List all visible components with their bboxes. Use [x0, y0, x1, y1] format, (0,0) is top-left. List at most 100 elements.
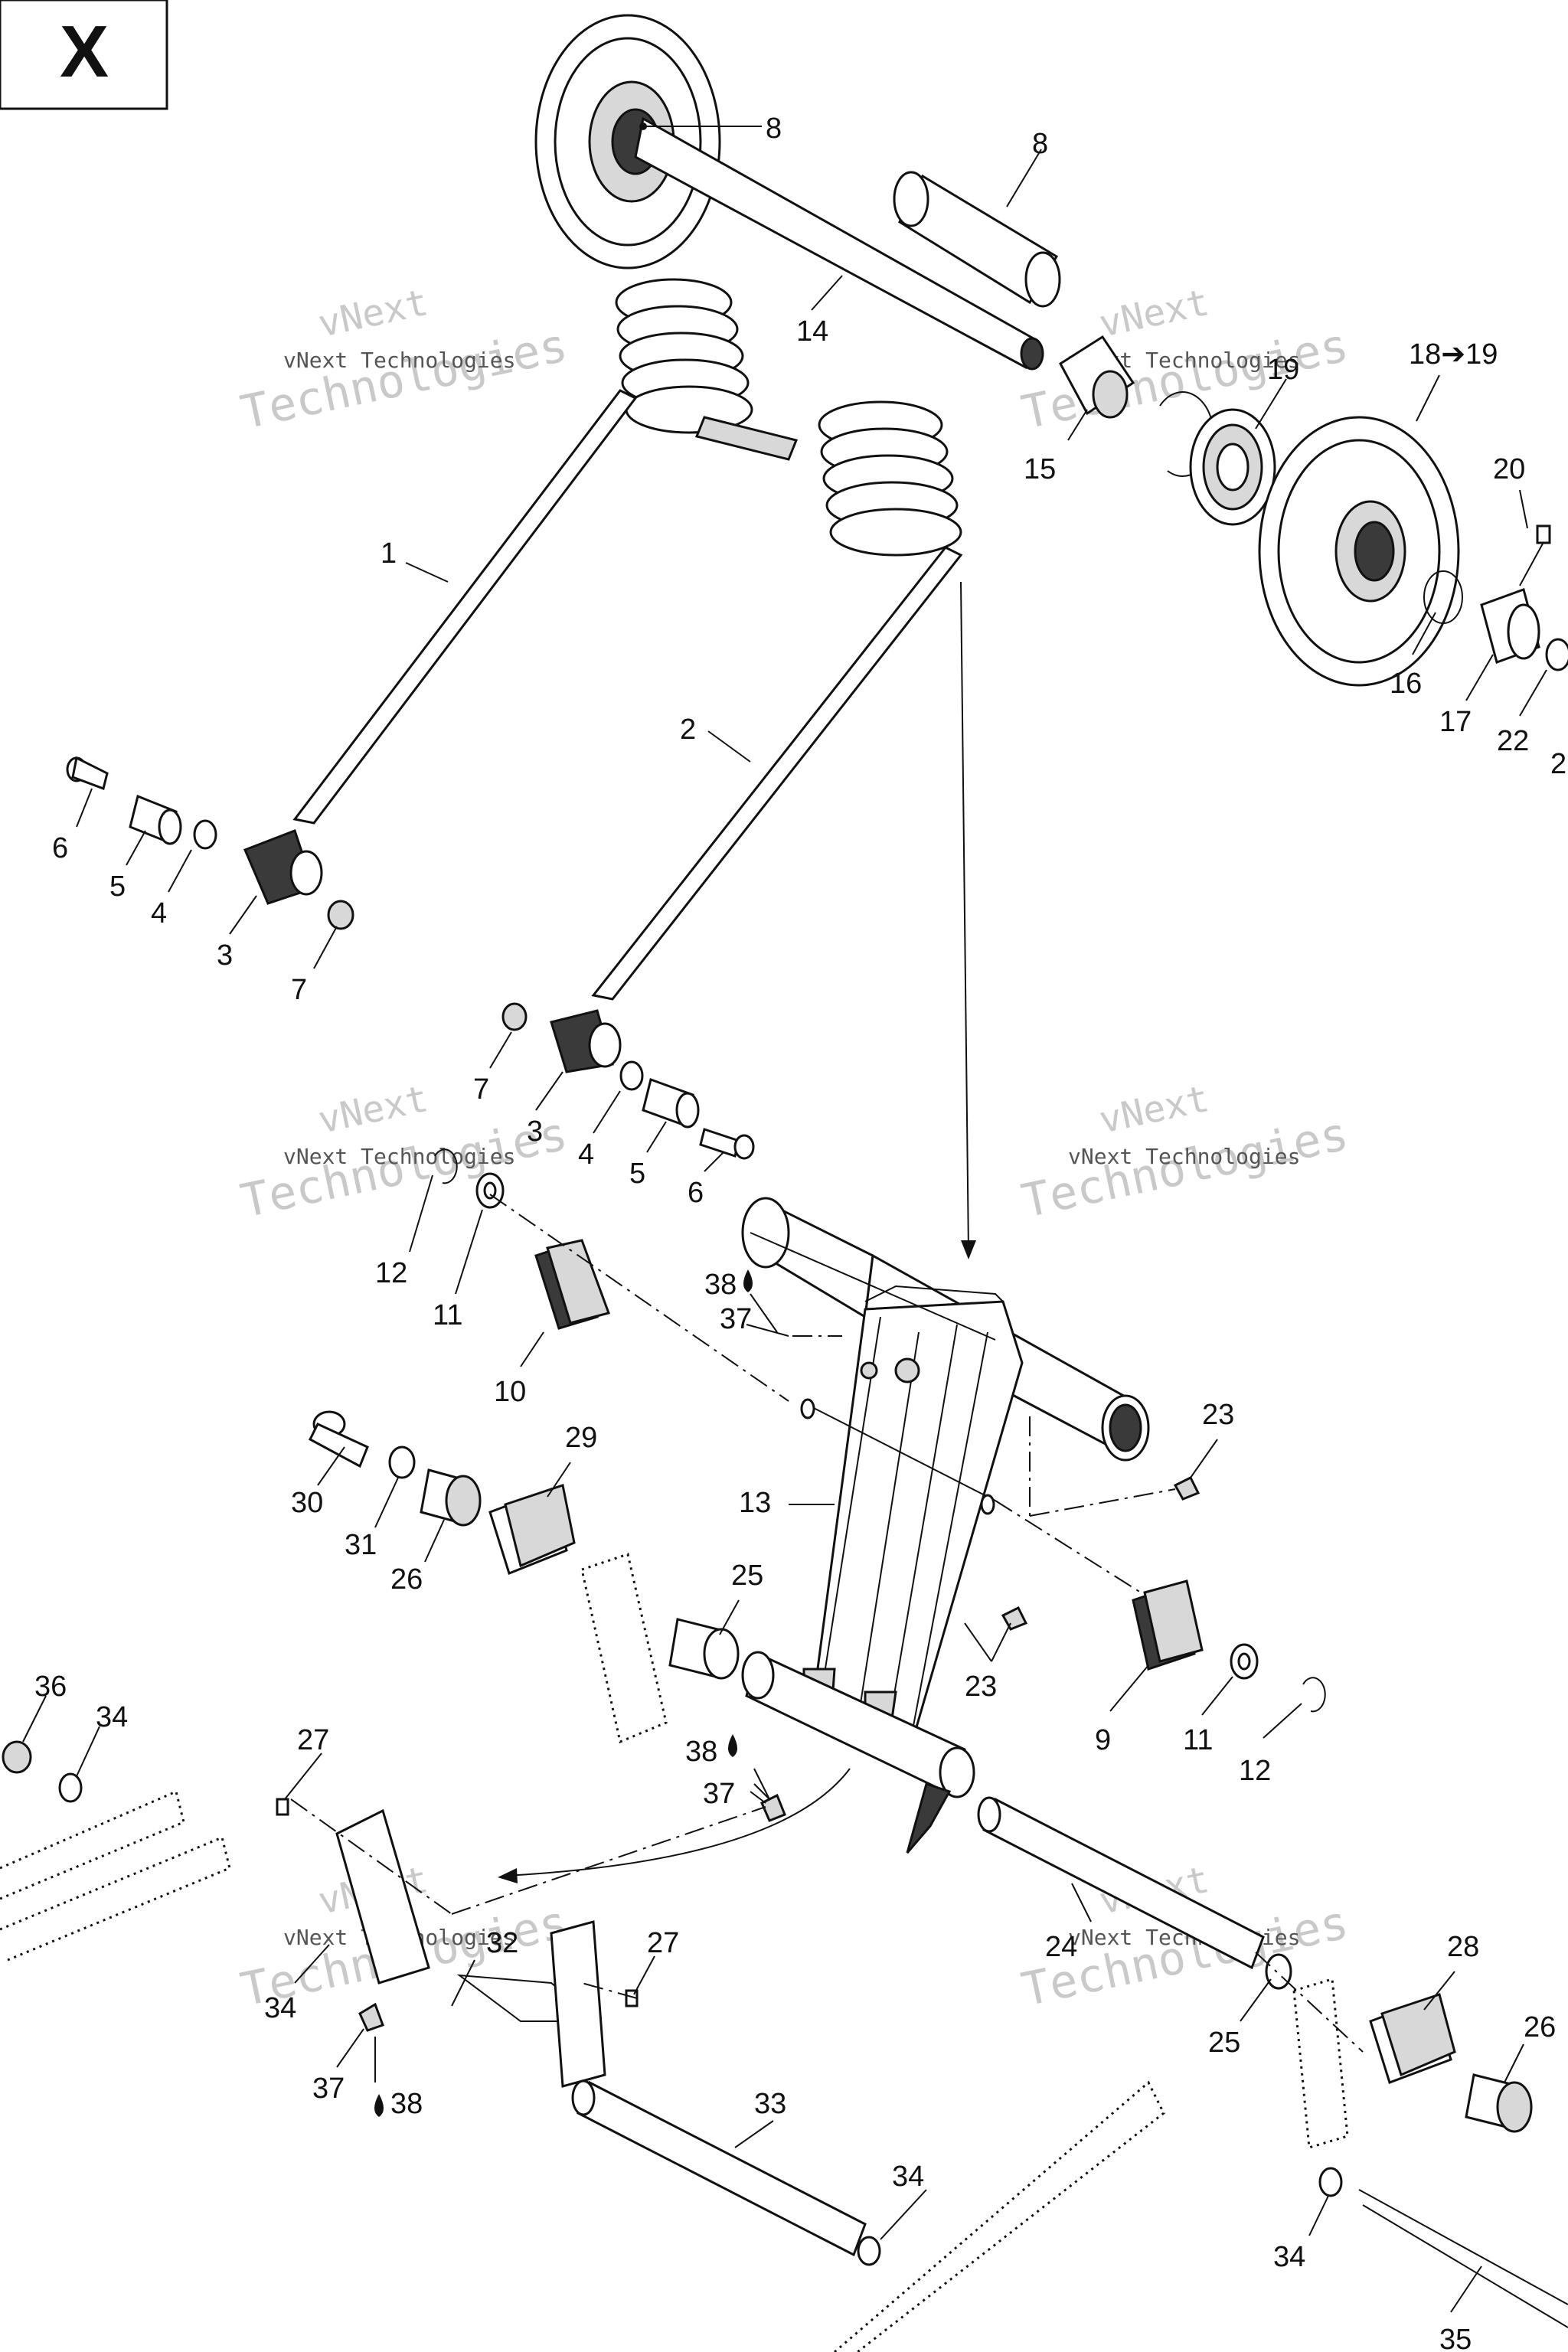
circlip-16 [1423, 570, 1463, 624]
bushing-26-left [420, 1468, 482, 1527]
spacer-tube [893, 171, 1061, 308]
bushing-15 [1059, 335, 1135, 419]
watermark-4: vNext Technologies vNext Technologies [1018, 1077, 1354, 1229]
grease-fitting-23-lower [1001, 1606, 1028, 1631]
svg-text:vNext: vNext [315, 1077, 432, 1142]
label-19: 19 [1267, 354, 1299, 386]
washer-22 [1545, 638, 1568, 671]
set-screw-27-a [276, 1798, 289, 1816]
label-32: 32 [486, 1927, 518, 1959]
label-20: 20 [1493, 453, 1525, 485]
label-30: 30 [291, 1487, 323, 1519]
label-34: 34 [892, 2161, 924, 2193]
upper-idler-wheel [534, 14, 721, 270]
label-27: 27 [647, 1927, 679, 1959]
watermark-1: vNext Technologies vNext Technologies [237, 281, 573, 440]
block-29 [488, 1484, 576, 1575]
grease-fitting-23-upper [1173, 1475, 1200, 1501]
link-bracket-right-dotted [1292, 1978, 1349, 2149]
washer-34-d [1318, 2167, 1343, 2197]
svg-text:vNext Technologies: vNext Technologies [1068, 1144, 1300, 1169]
washer-4-upper [193, 819, 217, 850]
label-12: 12 [375, 1257, 407, 1289]
right-idler-wheel [1258, 416, 1460, 687]
bearing-19 [1189, 408, 1276, 526]
label-23: 23 [965, 1671, 997, 1703]
spring-1 [292, 278, 799, 825]
nut-36 [2, 1740, 32, 1774]
label-9: 9 [1095, 1724, 1111, 1756]
bolt-30 [309, 1410, 369, 1468]
circlip-12-left [434, 1148, 458, 1184]
label-25: 25 [1208, 2027, 1240, 2059]
circlip-12-right [1302, 1677, 1326, 1713]
washer-34-c [857, 2236, 881, 2266]
label-37: 37 [312, 2073, 345, 2105]
svg-text:vNext Technologies: vNext Technologies [283, 1144, 515, 1169]
label-5: 5 [629, 1158, 645, 1190]
label-13: 13 [739, 1487, 771, 1519]
rail-left-dotted [0, 1789, 231, 1962]
lower-link-bracket-left [335, 1808, 430, 1984]
assembly-lines [290, 581, 1364, 2053]
lower-pivot-tube [741, 1651, 975, 1854]
bushing-25-upper [668, 1618, 740, 1680]
leader-lines [22, 122, 1547, 2313]
nut-7-upper [327, 900, 354, 930]
label-3: 3 [217, 939, 233, 972]
label-26: 26 [1524, 2011, 1556, 2043]
label-25: 25 [731, 1560, 763, 1592]
washer-11-left [475, 1172, 505, 1209]
label-4: 4 [151, 897, 167, 929]
label-26: 26 [390, 1563, 423, 1596]
oil-drop-icon [728, 1734, 737, 1757]
spring-holder-3-upper [243, 829, 323, 905]
label-33: 33 [754, 2088, 786, 2120]
washer-31 [388, 1446, 416, 1479]
washer-4-lower [619, 1060, 644, 1091]
label-7: 7 [473, 1073, 489, 1106]
shaft-24 [977, 1796, 1265, 1970]
link-bracket-dotted [580, 1553, 668, 1744]
bracket-10 [534, 1239, 610, 1330]
label-29: 29 [565, 1422, 597, 1454]
label-15: 15 [1024, 453, 1056, 485]
label-24: 24 [1045, 1931, 1077, 1963]
label-16: 16 [1390, 668, 1422, 700]
watermarks: vNext Technologies vNext Technologies vN… [237, 281, 1354, 2017]
label-34: 34 [264, 1992, 296, 2024]
label-38: 38 [704, 1269, 737, 1301]
label-23: 23 [1202, 1399, 1234, 1431]
label-28: 28 [1447, 1931, 1479, 1963]
bushing-5-upper [129, 794, 182, 845]
washer-11-right [1230, 1643, 1259, 1680]
swing-arm-13 [741, 1197, 1150, 1747]
label-7: 7 [291, 974, 307, 1006]
section-letter: X [60, 11, 109, 93]
label-6: 6 [688, 1177, 704, 1209]
section-box: X [0, 0, 168, 110]
label-12: 12 [1239, 1755, 1271, 1787]
bushing-5-lower [642, 1078, 700, 1129]
label-2: 2 [1550, 748, 1566, 780]
label-18-19: 18➔19 [1409, 338, 1498, 371]
label-3: 3 [527, 1116, 543, 1148]
shaft-35 [1358, 2189, 1568, 2328]
label-1: 1 [381, 537, 397, 570]
label-4: 4 [578, 1138, 594, 1171]
label-2: 2 [680, 714, 696, 746]
pivot-shaft-upper [800, 1398, 996, 1515]
spacer-17 [1480, 588, 1540, 664]
label-27: 27 [297, 1724, 329, 1756]
svg-text:vNext Technologies: vNext Technologies [283, 348, 515, 373]
oil-drop-icon [374, 2094, 384, 2117]
label-6: 6 [52, 832, 68, 864]
bushing-25-lower [1265, 1953, 1292, 1990]
svg-text:Technologies: Technologies [237, 318, 573, 440]
label-10: 10 [494, 1376, 526, 1408]
svg-text:vNext: vNext [315, 281, 432, 346]
label-5: 5 [109, 871, 126, 903]
label-11: 11 [1183, 1724, 1213, 1756]
svg-text:vNext: vNext [1096, 1077, 1213, 1142]
